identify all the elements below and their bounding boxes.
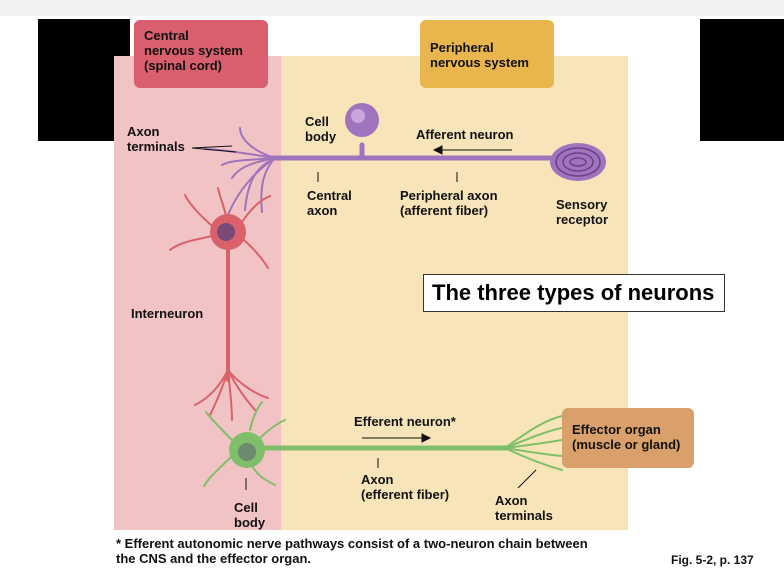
- cell-body-top-label: Cell body: [305, 114, 337, 144]
- afferent-neuron: [204, 127, 563, 216]
- interneuron-label: Interneuron: [131, 306, 204, 321]
- slide-title: The three types of neurons: [423, 274, 725, 312]
- efferent-dendrite: [251, 465, 276, 486]
- peripheral-axon-label: Peripheral axon (afferent fiber): [400, 188, 498, 218]
- interneuron-terminal: [227, 369, 233, 421]
- efferent-dendrite: [205, 411, 233, 441]
- figure-reference: Fig. 5-2, p. 137: [671, 553, 754, 567]
- afferent-cell-nucleus: [351, 109, 365, 123]
- cell-body-bottom-label: Cell body: [234, 500, 266, 530]
- interneuron-terminal: [209, 369, 229, 416]
- interneuron: [169, 187, 271, 421]
- efferent-terminal: [504, 447, 563, 471]
- afferent-terminal-branch: [260, 157, 276, 213]
- leader-lines: [191, 145, 537, 490]
- interneuron-dendrite: [241, 195, 271, 223]
- efferent-terminal: [504, 447, 563, 457]
- central-axon-label: Central axon: [307, 188, 352, 218]
- efferent-neuron-label: Efferent neuron*: [354, 414, 456, 429]
- efferent-terminal: [504, 415, 563, 449]
- afferent-arrowhead: [432, 145, 443, 155]
- efferent-terminal: [504, 427, 563, 449]
- axon-terminals-top-leader: [191, 145, 233, 149]
- pns-header: Peripheral nervous system: [420, 20, 554, 88]
- interneuron-terminal: [227, 369, 256, 411]
- effector-organ-box: Effector organ (muscle or gland): [562, 408, 694, 468]
- afferent-terminal-branch: [227, 157, 276, 216]
- afferent-terminal-branch: [231, 157, 276, 179]
- interneuron-nucleus: [217, 223, 235, 241]
- sensory-receptor: [550, 143, 606, 181]
- efferent-terminal: [504, 439, 563, 449]
- efferent-arrowhead: [421, 433, 432, 443]
- interneuron-terminal: [194, 369, 229, 406]
- interneuron-dendrite: [217, 187, 227, 217]
- interneuron-dendrite: [243, 239, 269, 269]
- interneuron-dendrite: [169, 235, 213, 251]
- efferent-dendrite: [257, 419, 286, 441]
- axon-terminals-bottom-label: Axon terminals: [495, 493, 553, 523]
- footnote: * Efferent autonomic nerve pathways cons…: [116, 536, 588, 566]
- axon-terminals-top-leader: [191, 147, 237, 153]
- interneuron-dendrite: [184, 194, 213, 227]
- right-black-bar: [700, 19, 784, 141]
- cns-header: Central nervous system (spinal cord): [134, 20, 268, 88]
- sensory-receptor-label: Sensory receptor: [556, 197, 609, 227]
- efferent-nucleus: [238, 443, 256, 461]
- afferent-neuron-label: Afferent neuron: [416, 127, 514, 142]
- axon-terminals-top-label: Axon terminals: [127, 124, 185, 154]
- axon-terminals-bottom-leader: [517, 469, 537, 489]
- interneuron-terminal: [227, 369, 269, 399]
- efferent-dendrite: [249, 401, 263, 431]
- axon-efferent-label: Axon (efferent fiber): [361, 472, 450, 502]
- efferent-dendrite: [203, 455, 233, 487]
- efferent-neuron: [203, 401, 563, 487]
